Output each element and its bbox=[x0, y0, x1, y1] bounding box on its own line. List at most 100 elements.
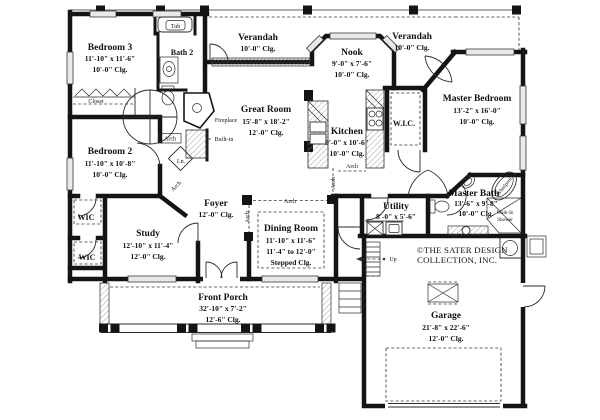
room-dims-nook: 9'-0" x 7'-6" bbox=[332, 59, 372, 68]
porch-column bbox=[188, 323, 198, 333]
garage-door bbox=[385, 347, 502, 408]
room-label-kitchen: Kitchen bbox=[331, 127, 364, 137]
verandah-colonnade bbox=[70, 5, 521, 50]
master-toilet-icon bbox=[429, 199, 450, 214]
tub-label: Tub bbox=[171, 24, 180, 30]
column-post bbox=[327, 195, 336, 204]
room-dims-dining: 11'-10" x 11'-6" bbox=[266, 236, 316, 245]
master-vanity-sink-icon bbox=[461, 175, 475, 189]
equipment-pad bbox=[526, 235, 547, 258]
window bbox=[465, 48, 515, 56]
room-label-master-bath: Master Bath bbox=[449, 189, 500, 199]
window bbox=[66, 157, 74, 191]
window bbox=[329, 32, 377, 40]
room-label-bedroom2: Bedroom 2 bbox=[88, 147, 133, 157]
exterior-walls bbox=[67, 9, 528, 409]
bath2-toilet-icon bbox=[161, 85, 175, 106]
entry-steps bbox=[191, 333, 254, 349]
doors bbox=[77, 43, 546, 411]
arch-label: Arch bbox=[245, 211, 251, 223]
porch-column bbox=[200, 5, 209, 15]
room-clg-front-porch: 12'-6" Clg. bbox=[206, 315, 241, 324]
vanity-counter bbox=[447, 225, 489, 236]
window bbox=[66, 51, 74, 85]
linen-closet bbox=[167, 145, 194, 172]
fireplace-label: Fireplace bbox=[215, 118, 238, 124]
porch-column bbox=[177, 323, 186, 333]
window-wall bbox=[211, 57, 311, 67]
room-dims-master-bath: 13'-6" x 9'-8" bbox=[454, 199, 498, 208]
room-label-wic1: WIC bbox=[78, 213, 95, 222]
porch-column bbox=[96, 5, 105, 15]
porch-column bbox=[512, 5, 521, 15]
linen-label: Ln. bbox=[177, 159, 186, 165]
room-clg-garage: 12'-0" Clg. bbox=[429, 334, 464, 343]
room-label-utility: Utility bbox=[383, 202, 409, 212]
utility-appliances bbox=[365, 220, 404, 236]
window bbox=[519, 85, 527, 125]
room-clg-verandah-left: 10'-0" Clg. bbox=[241, 44, 276, 53]
arch-label: Arch bbox=[331, 177, 337, 189]
room-label-dining: Dining Room bbox=[264, 224, 318, 234]
up-label: Up bbox=[389, 257, 396, 263]
attic-access bbox=[427, 281, 459, 305]
porch-column bbox=[156, 5, 165, 15]
room-label-bedroom3: Bedroom 3 bbox=[88, 43, 133, 53]
walk-in-shower-label-2: Shower bbox=[497, 217, 513, 223]
room-clg-dining: Stepped Clg. bbox=[271, 258, 312, 267]
column-post bbox=[304, 90, 313, 101]
porch-column bbox=[326, 323, 336, 333]
closet-rod bbox=[73, 88, 136, 115]
porch-column bbox=[241, 323, 250, 333]
room-dims-kitchen: 9'-0" x 10'-6" bbox=[325, 138, 369, 147]
room-clgrange-dining: 11'-4" to 12'-0" bbox=[266, 247, 316, 256]
walk-in-shower-label-1: Walk-In bbox=[497, 210, 514, 216]
front-porch-structure bbox=[99, 282, 336, 349]
porch-column bbox=[409, 5, 418, 15]
window bbox=[261, 275, 319, 283]
room-clg-master-bedroom: 10'-0" Clg. bbox=[460, 117, 495, 126]
room-label-nook: Nook bbox=[341, 48, 363, 58]
room-clg-verandah-right: 10'-0" Clg. bbox=[395, 43, 430, 52]
porch-column bbox=[303, 5, 312, 15]
room-label-bath2: Bath 2 bbox=[171, 48, 193, 57]
up-arrow bbox=[356, 256, 386, 262]
porch-column bbox=[99, 323, 108, 333]
room-dims-utility: 8'-0" x 5'-6" bbox=[376, 212, 416, 221]
room-clg-nook: 10'-0" Clg. bbox=[335, 70, 370, 79]
window bbox=[381, 34, 401, 54]
room-dims-bedroom2: 11'-10" x 10'-8" bbox=[85, 159, 136, 168]
room-dims-bedroom3: 11'-10" x 11'-6" bbox=[85, 54, 135, 63]
room-label-great-room: Great Room bbox=[241, 105, 291, 115]
room-label-study: Study bbox=[136, 229, 160, 239]
room-dims-front-porch: 32'-10" x 7'-2" bbox=[199, 304, 247, 313]
room-label-wic-master: W.I.C. bbox=[393, 119, 415, 128]
room-clg-master-bath: 10'-0" Clg. bbox=[459, 209, 494, 218]
room-label-front-porch: Front Porch bbox=[198, 293, 248, 303]
porch-column bbox=[315, 323, 324, 333]
room-clg-great-room: 12'-0" Clg. bbox=[249, 128, 284, 137]
window bbox=[519, 135, 527, 171]
closet-label: Closet bbox=[88, 99, 104, 105]
bath2-sink-icon bbox=[159, 56, 179, 84]
room-label-verandah-left: Verandah bbox=[238, 33, 278, 43]
fireplace-icon bbox=[183, 92, 215, 129]
walk-in-shower bbox=[486, 197, 522, 234]
room-clg-bedroom2: 10'-0" Clg. bbox=[93, 170, 128, 179]
porch-column bbox=[252, 323, 262, 333]
room-clg-foyer: 12'-0" Clg. bbox=[199, 210, 234, 219]
room-clg-study: 12'-0" Clg. bbox=[131, 252, 166, 261]
windows bbox=[66, 10, 527, 283]
room-label-foyer: Foyer bbox=[204, 199, 229, 209]
built-in-label: Built-in bbox=[215, 137, 234, 143]
column-post bbox=[242, 195, 252, 205]
water-heater bbox=[499, 238, 521, 259]
room-clg-bedroom3: 10'-0" Clg. bbox=[93, 65, 128, 74]
room-clg-kitchen: 10'-0" Clg. bbox=[330, 149, 365, 158]
column-post bbox=[244, 232, 253, 241]
room-dims-great-room: 15'-8" x 18'-2" bbox=[242, 117, 290, 126]
arch-label: Arch bbox=[346, 164, 358, 170]
wic-shelving bbox=[73, 92, 421, 265]
window bbox=[305, 34, 325, 54]
